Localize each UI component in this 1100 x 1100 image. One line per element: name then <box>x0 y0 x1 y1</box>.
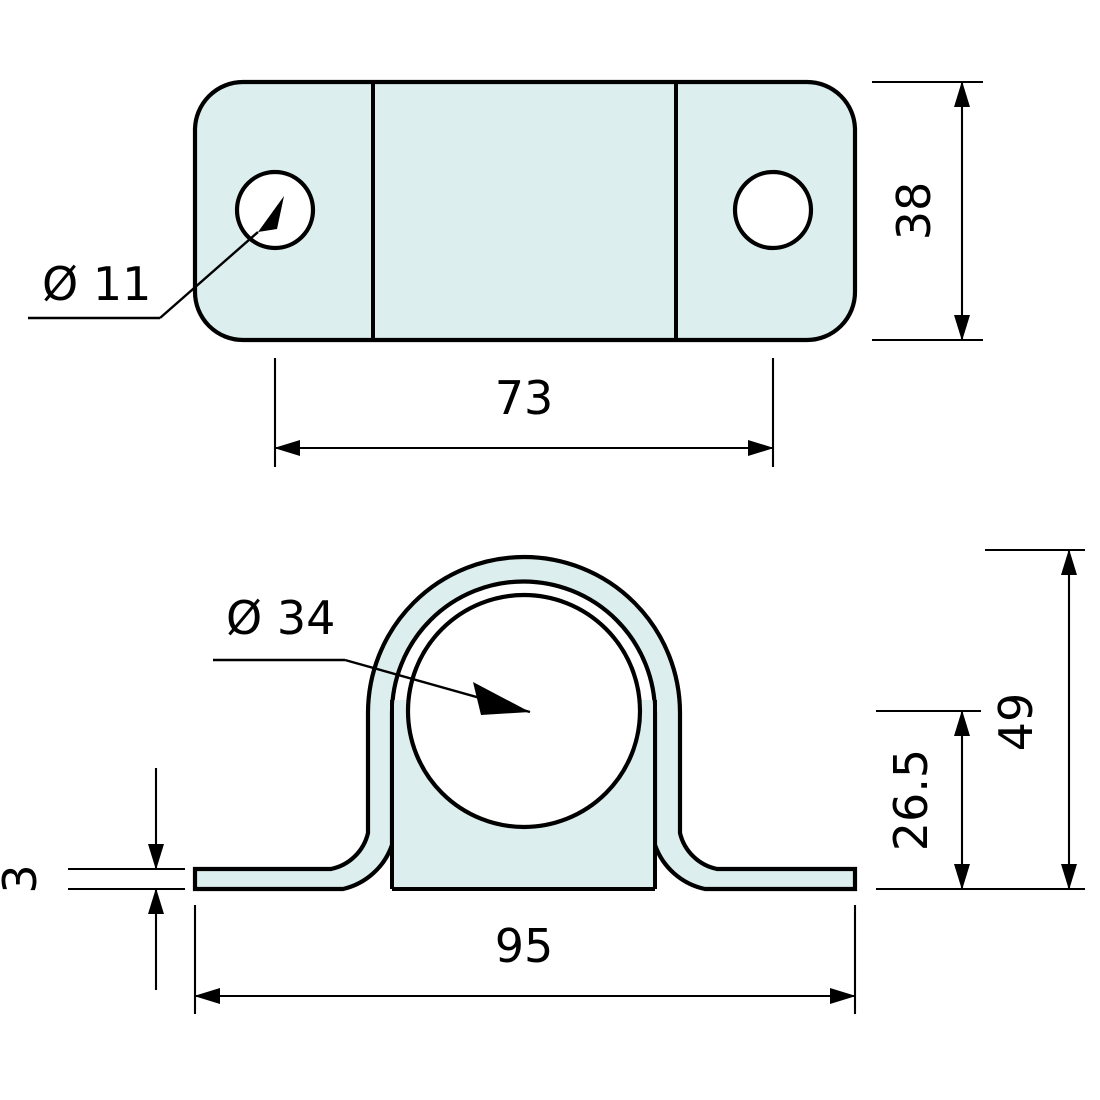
dim-73: 73 <box>273 358 775 467</box>
dim-38-label: 38 <box>887 182 941 241</box>
front-view: Ø 34 3 26.5 49 95 <box>0 548 1085 1014</box>
dim-49-label: 49 <box>989 693 1043 752</box>
dim-d11: Ø 11 <box>28 196 284 320</box>
top-view-plate-body <box>195 82 855 340</box>
dim-3: 3 <box>0 768 185 990</box>
dim-d11-label: Ø 11 <box>42 257 151 311</box>
dim-26-5-label: 26.5 <box>884 749 938 851</box>
dim-d34: Ø 34 <box>213 591 531 715</box>
top-view-plate-outline <box>192 79 858 343</box>
dim-26-5: 26.5 <box>876 709 1085 891</box>
dim-d34-arrowhead <box>473 682 530 715</box>
dim-d34-label: Ø 34 <box>226 591 335 645</box>
dim-38: 38 <box>872 80 983 342</box>
dim-73-label: 73 <box>495 371 554 425</box>
dim-d11-leader-line <box>159 231 259 319</box>
mounting-hole-right <box>732 169 814 251</box>
front-view-inner-bend-arc <box>390 579 657 845</box>
top-view: Ø 11 38 73 <box>28 79 983 467</box>
dim-95-label: 95 <box>495 919 554 973</box>
dim-49: 49 <box>985 548 1085 890</box>
dim-d11-arrowhead <box>258 196 284 232</box>
dim-3-label: 3 <box>0 864 47 893</box>
dim-95: 95 <box>193 905 857 1014</box>
